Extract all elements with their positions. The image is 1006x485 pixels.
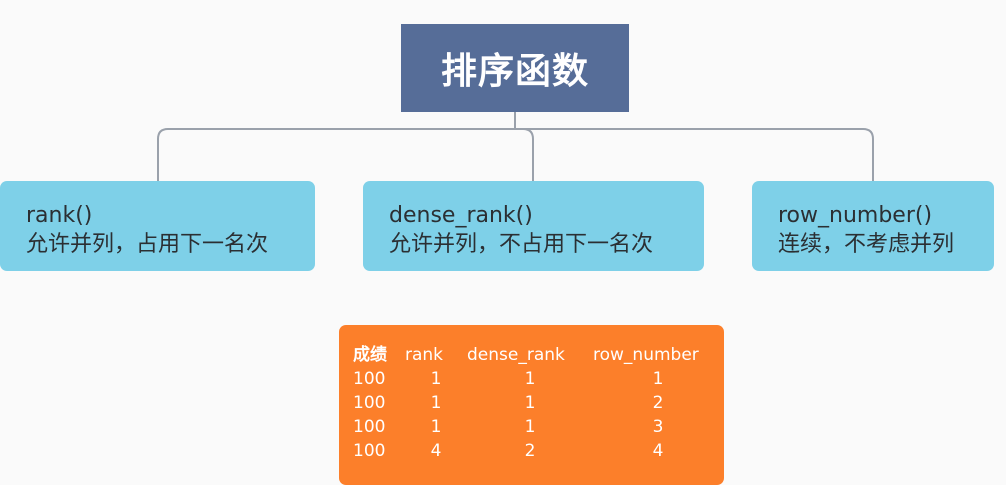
root-title: 排序函数 (440, 51, 589, 92)
connector-to-row-number (515, 128, 874, 181)
node-row-number: row_number() 连续，不考虑并列 (752, 181, 994, 271)
table-cell: 1 (524, 393, 536, 413)
table-cell: 100 (353, 369, 386, 389)
table-cell: 1 (524, 417, 536, 437)
table-cell: 100 (353, 441, 386, 461)
connector-to-dense-rank (515, 128, 534, 181)
table-cell: 2 (524, 441, 536, 461)
table-cell: 1 (430, 417, 442, 437)
table-cell: 3 (652, 417, 664, 437)
table-header-row-number: row_number (593, 345, 699, 365)
node-dense-rank-desc: 允许并列，不占用下一名次 (389, 232, 654, 257)
node-row-number-desc: 连续，不考虑并列 (778, 232, 955, 257)
node-rank-func: rank() (26, 203, 93, 228)
table-row: 100 1 1 2 (353, 391, 723, 415)
table-row: 100 4 2 4 (353, 439, 723, 463)
table-cell: 4 (652, 441, 664, 461)
connector-lines (157, 112, 874, 181)
node-rank-desc: 允许并列，占用下一名次 (26, 232, 269, 257)
table-cell: 1 (430, 369, 442, 389)
node-rank: rank() 允许并列，占用下一名次 (0, 181, 315, 271)
table-row: 100 1 1 1 (353, 367, 723, 391)
node-dense-rank: dense_rank() 允许并列，不占用下一名次 (363, 181, 704, 271)
table-cell: 1 (430, 393, 442, 413)
connector-to-rank (157, 128, 515, 181)
table-cell: 100 (353, 417, 386, 437)
table-cell: 2 (652, 393, 664, 413)
table-cell: 100 (353, 393, 386, 413)
table-header-dense-rank: dense_rank (467, 345, 565, 365)
ranking-example-table: 成绩 rank dense_rank row_number 100 1 1 1 … (353, 343, 723, 463)
table-cell: 1 (524, 369, 536, 389)
root-topic: 排序函数 (401, 24, 629, 112)
node-row-number-func: row_number() (778, 203, 933, 228)
table-cell: 4 (430, 441, 442, 461)
table-cell: 1 (652, 369, 664, 389)
node-dense-rank-func: dense_rank() (389, 203, 533, 228)
example-table-box: 成绩 rank dense_rank row_number 100 1 1 1 … (339, 325, 724, 485)
table-header-score: 成绩 (353, 345, 387, 365)
table-header-row: 成绩 rank dense_rank row_number (353, 343, 723, 367)
table-row: 100 1 1 3 (353, 415, 723, 439)
table-header-rank: rank (405, 345, 444, 365)
